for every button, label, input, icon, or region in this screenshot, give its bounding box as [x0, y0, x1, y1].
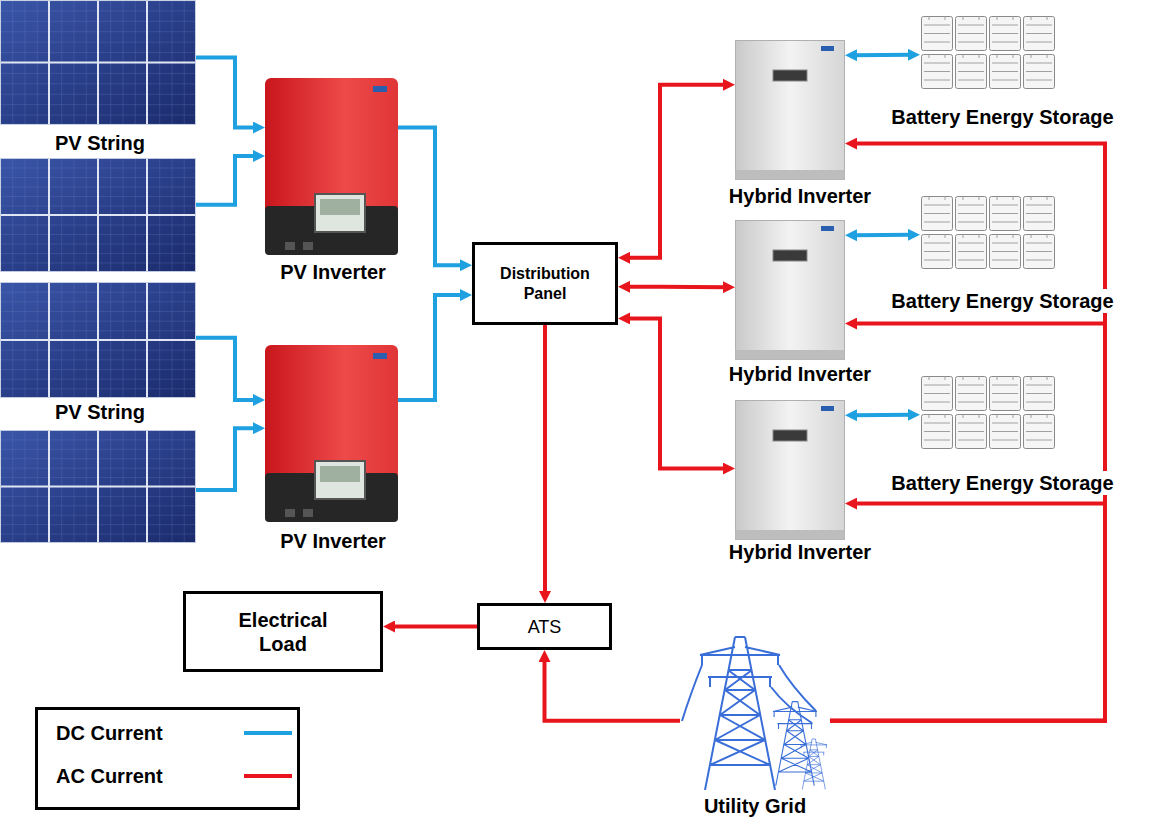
box-label: Electrical Load [221, 608, 345, 656]
hybrid-inverter: Hybrid Inverter [700, 38, 900, 210]
anchor-area [920, 15, 1055, 90]
dc-connector [196, 338, 257, 400]
hybrid-inverter: Hybrid Inverter [700, 218, 900, 388]
label-row: PV Inverter [262, 529, 404, 553]
ac-connector [830, 144, 1105, 721]
dc-connector [853, 233, 912, 238]
node-label: PV Inverter [278, 260, 388, 284]
pv-inverter: PV Inverter [262, 343, 404, 555]
pv-string: PV String [0, 0, 200, 275]
anchor-area [920, 375, 1055, 450]
node-label: Hybrid Inverter [727, 362, 873, 386]
label-row: PV Inverter [262, 260, 404, 284]
dc-connector [853, 53, 912, 58]
ac-connector [543, 325, 547, 595]
anchor-area [735, 220, 845, 360]
pv-string: PV String [0, 280, 200, 545]
node-label: PV String [53, 131, 147, 155]
battery-storage: Battery Energy Storage [855, 372, 1150, 496]
pv-inverter: PV Inverter [262, 76, 404, 286]
battery-storage: Battery Energy Storage [855, 192, 1150, 314]
dc-connector [196, 428, 257, 490]
anchor-area [0, 158, 196, 272]
distribution-panel: Distribution Panel [472, 242, 618, 325]
node-label: Battery Energy Storage [889, 289, 1115, 313]
legend-line [244, 731, 292, 735]
ac-connector [545, 658, 681, 721]
battery-storage: Battery Energy Storage [855, 12, 1150, 132]
node-label: Battery Energy Storage [889, 105, 1115, 129]
ac-connector [626, 285, 727, 289]
legend-box: DC Current AC Current [35, 707, 300, 810]
label-row: Hybrid Inverter [700, 362, 900, 386]
label-row: Battery Energy Storage [855, 105, 1150, 129]
anchor-area [265, 345, 398, 522]
node-label: Hybrid Inverter [727, 540, 873, 564]
label-row: PV String [0, 400, 200, 424]
dc-connector [398, 295, 464, 400]
dc-connector [196, 58, 257, 128]
label-row: Utility Grid [660, 794, 850, 818]
ac-connector [626, 318, 727, 468]
legend-label: AC Current [54, 764, 165, 788]
label-row: Battery Energy Storage [855, 289, 1150, 313]
anchor-area [920, 195, 1055, 270]
ac-connector [830, 504, 1105, 721]
label-row: Hybrid Inverter [700, 540, 900, 564]
label-row: Hybrid Inverter [700, 184, 900, 208]
ats-box: ATS [477, 603, 612, 650]
anchor-area [265, 78, 398, 255]
node-label: Hybrid Inverter [727, 184, 873, 208]
node-label: Utility Grid [702, 794, 808, 818]
node-label: PV String [53, 400, 147, 424]
label-row: PV String [0, 131, 200, 155]
anchor-area [735, 40, 845, 180]
node-label: PV Inverter [278, 529, 388, 553]
hybrid-inverter: Hybrid Inverter [700, 398, 900, 566]
dc-connector [196, 156, 257, 205]
legend-line [244, 774, 292, 778]
legend-swatch [244, 729, 292, 737]
ac-connector [626, 85, 727, 258]
label-row: Battery Energy Storage [855, 471, 1150, 495]
node-label: Battery Energy Storage [889, 471, 1115, 495]
anchor-area [0, 0, 196, 125]
utility-grid: Utility Grid [660, 620, 850, 820]
box-label: Distribution Panel [483, 264, 607, 304]
ac-connector [391, 625, 477, 629]
anchor-area [735, 400, 845, 540]
load-box: Electrical Load [183, 591, 383, 672]
anchor-area [0, 430, 196, 543]
dc-connector [853, 413, 912, 418]
legend-label: DC Current [54, 721, 165, 745]
legend-swatch [244, 772, 292, 780]
anchor-area [680, 625, 830, 790]
dc-connector [398, 128, 464, 266]
anchor-area [0, 282, 196, 398]
box-label: ATS [526, 616, 564, 638]
